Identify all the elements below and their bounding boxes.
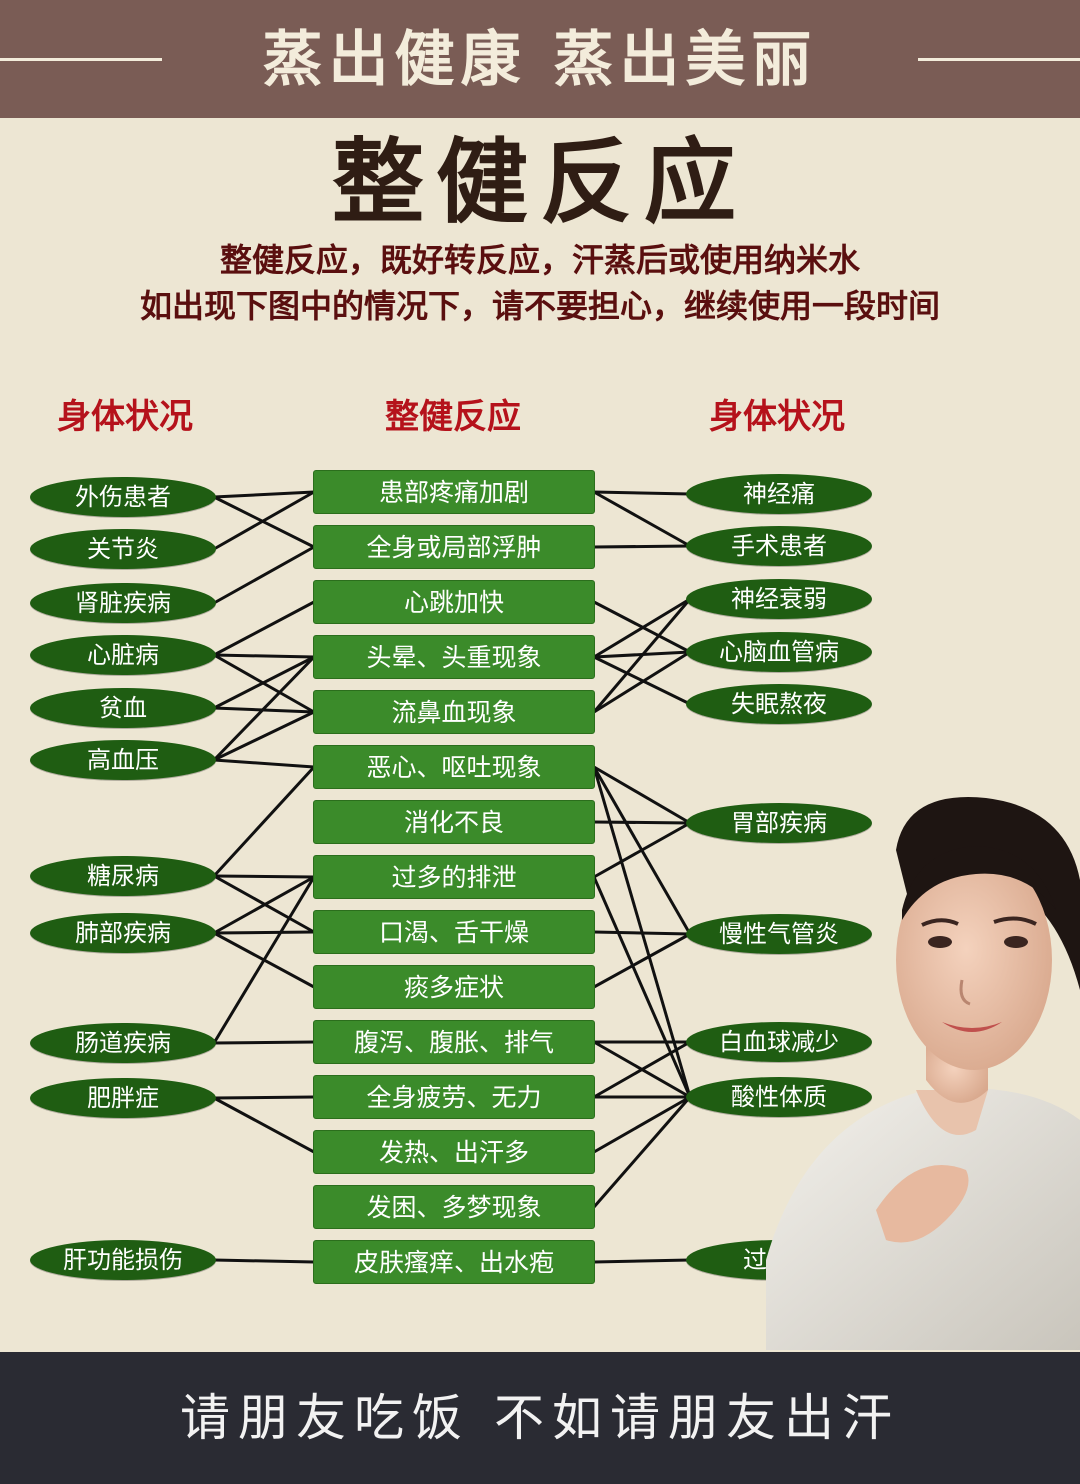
reaction-box: 消化不良 [313,800,595,844]
reaction-box: 患部疼痛加剧 [313,470,595,514]
connector-line-right [592,876,692,1098]
condition-node-left: 肠道疾病 [30,1023,216,1063]
reaction-box: 腹泻、腹胀、排气 [313,1020,595,1064]
reaction-box: 全身或局部浮肿 [313,525,595,569]
condition-node-left: 肾脏疾病 [30,583,216,623]
condition-node-right: 白血球减少 [686,1022,872,1062]
banner-slogan: 蒸出健康 蒸出美丽 [262,25,818,95]
subtitle-line-1: 整健反应，既好转反应，汗蒸后或使用纳米水 [219,241,860,279]
condition-node-right: 失眠熬夜 [686,684,872,724]
reaction-box: 过多的排泄 [313,855,595,899]
connector-line-left [212,765,316,878]
banner-rule-right [918,58,1080,61]
subtitle-line-2: 如出现下图中的情况下，请不要担心，继续使用一段时间 [139,287,940,325]
connector-line-right [593,765,691,825]
connector-line-right [593,1040,691,1099]
connector-line-left [213,1096,315,1154]
connector-line-left [213,490,315,499]
bottom-banner: 请朋友吃饭 不如请朋友出汗 [0,1352,1080,1484]
banner-rule-left [0,58,162,61]
connector-line-left [213,600,315,657]
connector-line-left [212,655,316,762]
condition-node-right: 神经衰弱 [686,579,872,619]
reaction-box: 皮肤瘙痒、出水疱 [313,1240,595,1284]
connector-line-right [593,820,691,825]
connector-line-right [593,650,691,714]
condition-node-left: 肥胖症 [30,1078,216,1118]
reaction-box: 流鼻血现象 [313,690,595,734]
connector-line-left [213,930,315,935]
connector-line-left [212,876,316,1044]
header-right-conditions: 身体状况 [709,397,845,437]
connector-line-right [593,1258,691,1264]
connector-line-right [593,932,691,989]
reaction-box: 心跳加快 [313,580,595,624]
connector-line-right [593,544,691,549]
reaction-box: 痰多症状 [313,965,595,1009]
condition-node-left: 糖尿病 [30,856,216,896]
connector-line-right [593,821,691,879]
connector-line-right [593,597,691,659]
connector-line-left [213,545,315,605]
condition-node-left: 肝功能损伤 [30,1240,216,1280]
condition-node-left: 关节炎 [30,529,216,569]
condition-node-right: 心脑血管病 [686,632,872,672]
connector-line-left [213,874,315,879]
connector-line-left [213,1095,315,1100]
connector-line-right [593,930,691,936]
condition-node-left: 肺部疾病 [30,913,216,953]
header-left-conditions: 身体状况 [57,397,193,437]
header-reactions: 整健反应 [385,397,521,437]
connector-line-left [213,710,315,762]
connector-line-left [213,758,315,769]
reaction-box: 恶心、呕吐现象 [313,745,595,789]
reaction-box: 发困、多梦现象 [313,1185,595,1229]
condition-node-left: 贫血 [30,688,216,728]
connector-line-left [213,653,315,659]
condition-node-left: 高血压 [30,740,216,780]
connector-line-right [593,1095,691,1154]
reaction-box: 头晕、头重现象 [313,635,595,679]
connector-line-right [592,598,692,713]
connector-line-right [593,490,691,496]
reaction-box: 口渴、舌干燥 [313,910,595,954]
top-banner: 蒸出健康 蒸出美丽 [0,0,1080,118]
connector-line-left [213,1040,315,1045]
bottom-slogan: 请朋友吃饭 不如请朋友出汗 [180,1389,900,1447]
condition-node-right: 慢性气管炎 [686,914,872,954]
condition-node-right: 手术患者 [686,526,872,566]
connector-line-right [592,1096,692,1208]
main-title: 整健反应 [331,129,748,236]
connector-line-right [593,490,691,548]
connector-line-left [213,875,315,935]
reaction-box: 全身疲劳、无力 [313,1075,595,1119]
woman-illustration [766,797,1080,1350]
connector-line-left [213,1258,315,1264]
connector-line-left [213,490,315,551]
condition-node-left: 外伤患者 [30,477,216,517]
reaction-box: 发热、出汗多 [313,1130,595,1174]
condition-node-left: 心脏病 [30,635,216,675]
condition-node-right: 酸性体质 [686,1077,872,1117]
condition-node-right: 胃部疾病 [686,803,872,843]
connector-line-left [213,655,315,710]
condition-node-right: 神经痛 [686,474,872,514]
